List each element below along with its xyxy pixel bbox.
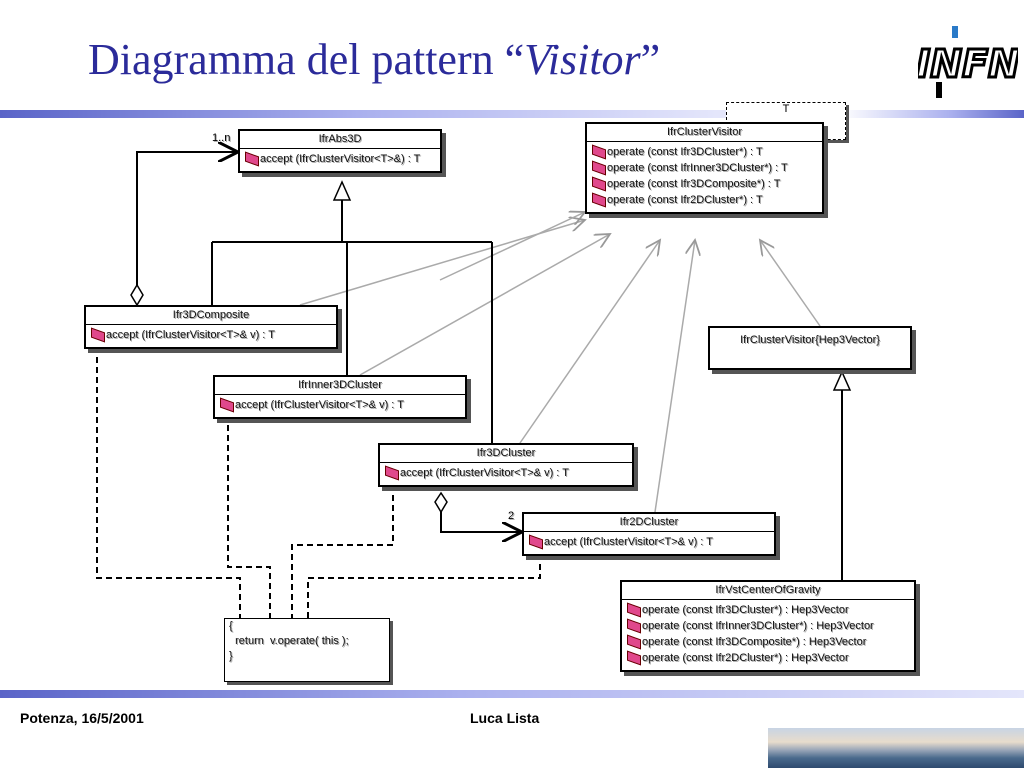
operation: operate (const Ifr3DCluster*) : T (589, 144, 820, 160)
template-parameter: T (782, 103, 790, 115)
infn-logo-text: INFN (918, 42, 1018, 86)
operation-icon (627, 618, 641, 634)
operation: accept (IfrClusterVisitor<T>& v) : T (526, 534, 772, 550)
operation-icon (529, 534, 543, 550)
class-name: IfrAbs3D (240, 131, 440, 149)
operation-icon (627, 634, 641, 650)
class-name: Ifr2DCluster (524, 514, 774, 532)
operation: operate (const Ifr3DComposite*) : Hep3Ve… (624, 634, 912, 650)
dep-abs-visitor (439, 212, 585, 281)
operation: operate (const Ifr3DCluster*) : Hep3Vect… (624, 602, 912, 618)
operation: accept (IfrClusterVisitor<T>& v) : T (382, 465, 630, 481)
top-band (0, 110, 1024, 118)
class-name: IfrVstCenterOfGravity (622, 582, 914, 600)
class-ifr3dcomposite: Ifr3DComposite accept (IfrClusterVisitor… (84, 305, 338, 349)
operation-icon (627, 602, 641, 618)
operation: accept (IfrClusterVisitor<T>& v) : T (88, 327, 334, 343)
class-name: IfrClusterVisitor (587, 124, 822, 142)
code-note: { return v.operate( this ); } (224, 618, 390, 682)
operation-icon (385, 465, 399, 481)
operation-icon (220, 397, 234, 413)
operation: operate (const Ifr2DCluster*) : Hep3Vect… (624, 650, 912, 666)
slide-title: Diagramma del pattern “Visitor” (88, 35, 661, 84)
note-line: { (229, 620, 233, 632)
aggregation-diamond-composite (130, 283, 144, 307)
class-ifrinner3dcluster: IfrInner3DCluster accept (IfrClusterVisi… (213, 375, 467, 419)
note-line: } (229, 650, 233, 662)
bottom-band (0, 690, 1024, 698)
operation-icon (91, 327, 105, 343)
operation-icon (592, 160, 606, 176)
class-ifr3dcluster: Ifr3DCluster accept (IfrClusterVisitor<T… (378, 443, 634, 487)
operation-icon (592, 144, 606, 160)
class-ifrclustervisitor-hep3vector: IfrClusterVisitor{Hep3Vector} (708, 326, 912, 370)
operation-icon (245, 151, 259, 167)
bay-photo (768, 728, 1024, 768)
aggregation-diamond-3dcluster (434, 491, 448, 514)
operation-icon (627, 650, 641, 666)
dep-2dcluster-visitor (654, 240, 695, 513)
dep-inner-visitor (359, 234, 610, 376)
class-ifrabs3d: IfrAbs3D accept (IfrClusterVisitor<T>&) … (238, 129, 442, 173)
infn-logo: INFN (918, 26, 1018, 98)
class-ifr2dcluster: Ifr2DCluster accept (IfrClusterVisitor<T… (522, 512, 776, 556)
class-ifrclustervisitor: IfrClusterVisitor operate (const Ifr3DCl… (585, 122, 824, 214)
note-line: return v.operate( this ); (229, 635, 349, 647)
operation: accept (IfrClusterVisitor<T>& v) : T (217, 397, 463, 413)
inherit-triangle-abs (332, 180, 352, 201)
footer-author: Luca Lista (470, 710, 540, 726)
operation: operate (const Ifr2DCluster*) : T (589, 192, 820, 208)
operation: operate (const IfrInner3DCluster*) : Hep… (624, 618, 912, 634)
footer-date: Potenza, 16/5/2001 (20, 710, 144, 726)
operation: operate (const IfrInner3DCluster*) : T (589, 160, 820, 176)
class-name: Ifr3DCluster (380, 445, 632, 463)
dep-3dcluster-visitor (519, 240, 660, 444)
aggregation-3dcluster (440, 512, 522, 532)
top-band-right (840, 110, 1024, 118)
dep-hep3-visitor (760, 240, 821, 327)
operation-icon (592, 176, 606, 192)
class-name: IfrInner3DCluster (215, 377, 465, 395)
operation: operate (const Ifr3DComposite*) : T (589, 176, 820, 192)
class-name: IfrClusterVisitor{Hep3Vector} (740, 334, 880, 346)
class-ifrvstcenterofgravity: IfrVstCenterOfGravity operate (const Ifr… (620, 580, 916, 672)
multiplicity-1n: 1..n (212, 132, 231, 144)
operation: accept (IfrClusterVisitor<T>&) : T (242, 151, 438, 167)
operation-icon (592, 192, 606, 208)
aggregation-composite (136, 152, 238, 285)
class-name: Ifr3DComposite (86, 307, 336, 325)
multiplicity-2: 2 (508, 510, 515, 522)
inherit-triangle-hep3 (832, 370, 852, 391)
